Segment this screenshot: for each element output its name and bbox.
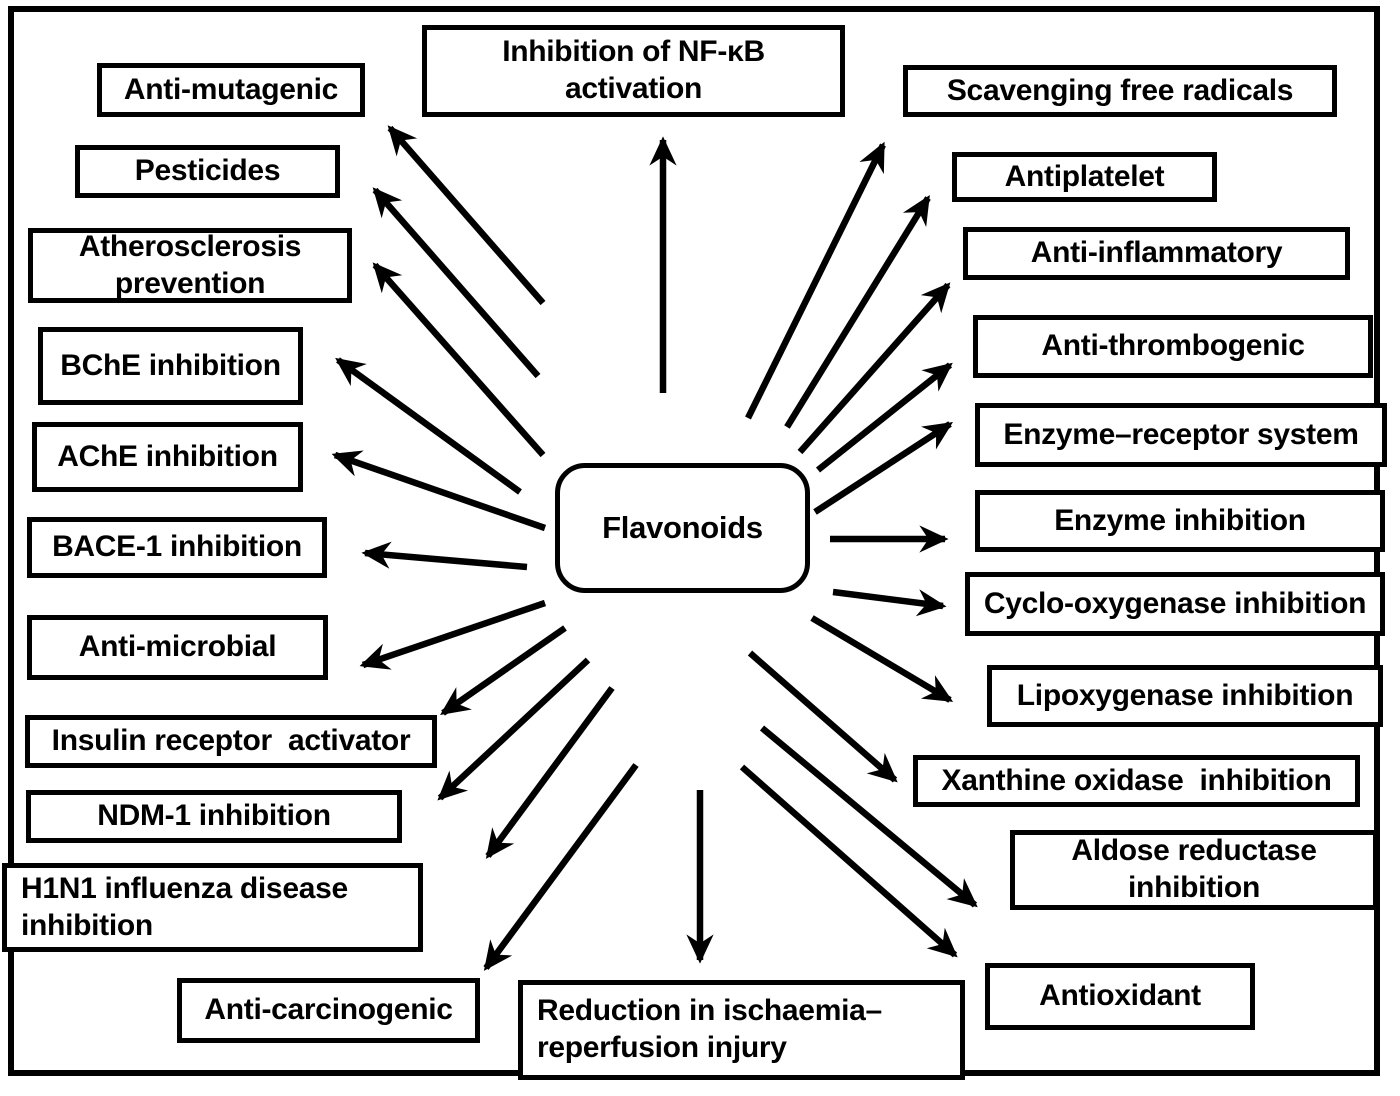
node-label: Insulin receptor activator [51, 724, 411, 758]
node-antioxidant: Antioxidant [985, 963, 1255, 1030]
node-antiplatelet: Antiplatelet [952, 152, 1217, 202]
node-label: Antioxidant [1039, 979, 1201, 1013]
node-label: Anti-carcinogenic [204, 993, 453, 1027]
node-anti-mutagenic: Anti-mutagenic [97, 63, 365, 117]
node-label: activation [564, 72, 703, 105]
node-label: Atherosclerosis [78, 229, 302, 263]
node-bace-1-inhibition: BACE-1 inhibition [27, 517, 327, 578]
node-scavenging-free-radicals: Scavenging free radicals [903, 65, 1337, 117]
node-label: Enzyme inhibition [1054, 503, 1306, 537]
node-label: Antiplatelet [1004, 159, 1165, 193]
node-ache-inhibition: AChE inhibition [32, 422, 303, 492]
node-label: Inhibition of NF-κB [502, 35, 765, 69]
node-lipoxygenase: Lipoxygenase inhibition [987, 665, 1383, 727]
node-label: Aldose reductase [1071, 834, 1317, 868]
node-label: Pesticides [134, 154, 281, 188]
node-label: BACE-1 inhibition [52, 530, 302, 564]
node-label: inhibition [21, 908, 153, 942]
node-label: inhibition [1128, 871, 1260, 904]
node-label: NDM-1 inhibition [97, 799, 331, 833]
node-label: prevention [114, 266, 266, 300]
node-ndm-1-inhibition: NDM-1 inhibition [26, 790, 402, 843]
node-anti-inflammatory: Anti-inflammatory [963, 227, 1350, 280]
node-label: Anti-mutagenic [123, 72, 339, 106]
node-anti-thrombogenic: Anti-thrombogenic [973, 315, 1373, 378]
node-label: reperfusion injury [537, 1031, 787, 1064]
node-label: Reduction in ischaemia– [537, 994, 882, 1028]
node-reduction-ischaemia: Reduction in ischaemia–reperfusion injur… [518, 980, 965, 1080]
node-enzyme-inhibition: Enzyme inhibition [975, 490, 1385, 552]
node-cyclo-oxygenase: Cyclo-oxygenase inhibition [965, 572, 1385, 636]
node-label: Scavenging free radicals [946, 73, 1294, 107]
node-enzyme-receptor-system: Enzyme–receptor system [975, 403, 1387, 467]
node-xanthine-oxidase: Xanthine oxidase inhibition [913, 755, 1360, 807]
node-flavonoids: Flavonoids [555, 463, 810, 593]
node-label: Anti-microbial [78, 630, 277, 664]
node-anti-carcinogenic: Anti-carcinogenic [177, 978, 480, 1043]
node-label: Xanthine oxidase inhibition [941, 763, 1332, 797]
node-label: H1N1 influenza disease [21, 871, 348, 905]
node-label: Anti-inflammatory [1030, 236, 1283, 270]
node-label: Lipoxygenase inhibition [1016, 678, 1354, 712]
node-label: Enzyme–receptor system [1003, 417, 1359, 451]
node-label: Anti-thrombogenic [1041, 329, 1305, 363]
node-label: AChE inhibition [57, 439, 278, 473]
node-pesticides: Pesticides [75, 145, 340, 198]
node-label: Cyclo-oxygenase inhibition [983, 586, 1367, 620]
node-label: BChE inhibition [60, 348, 281, 382]
node-insulin-receptor: Insulin receptor activator [25, 715, 437, 768]
node-anti-microbial: Anti-microbial [27, 615, 328, 680]
node-label: Flavonoids [602, 510, 763, 546]
node-bche-inhibition: BChE inhibition [38, 327, 303, 405]
